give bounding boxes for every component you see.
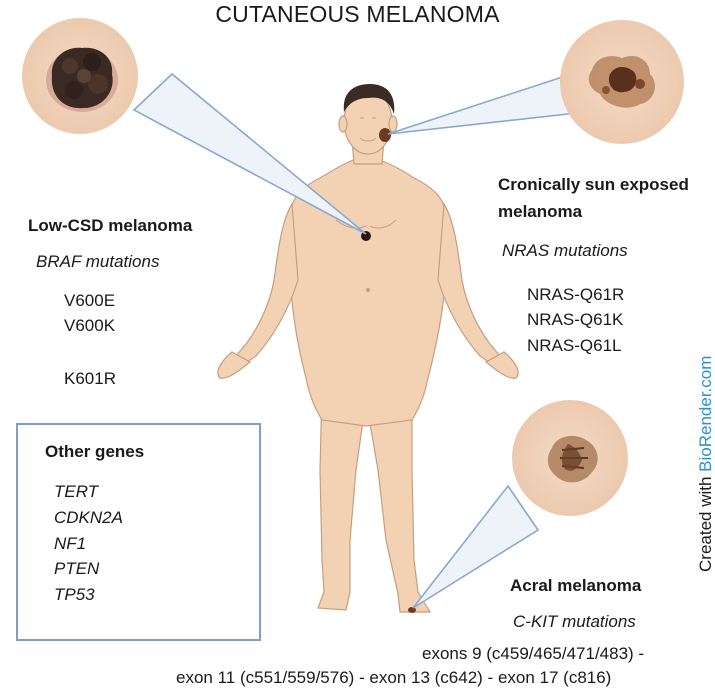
diagram-title: CUTANEOUS MELANOMA [215, 1, 500, 27]
acral-exons-line2: exon 11 (c551/559/576) - exon 13 (c642) … [176, 668, 612, 687]
low-csd-heading: Low-CSD melanoma [28, 216, 193, 235]
other-gene-item: TP53 [54, 585, 95, 604]
other-gene-item: TERT [54, 482, 99, 501]
acral-exons-line1: exons 9 (c459/465/471/483) - [422, 644, 645, 663]
csd-gene-label: NRAS mutations [502, 241, 628, 260]
other-gene-item: CDKN2A [54, 508, 123, 527]
lesion-low-csd [22, 18, 138, 134]
biorender-credit: Created with BioRender.com [696, 356, 715, 572]
body-details [335, 117, 397, 293]
csd-mutation: NRAS-Q61L [527, 336, 622, 355]
csd-mutation: NRAS-Q61K [527, 310, 624, 329]
csd-mutation: NRAS-Q61R [527, 285, 625, 304]
other-genes-box [16, 423, 261, 641]
foot-lesion-marker [408, 607, 416, 613]
credit-prefix: Created with [696, 471, 715, 572]
low-csd-mutation: K601R [64, 369, 116, 388]
lesion-csd [560, 20, 684, 144]
lesion-acral [512, 400, 628, 516]
face-lesion-marker [379, 128, 391, 142]
callout-wedge-acral [412, 484, 540, 609]
other-genes-heading: Other genes [45, 442, 145, 461]
acral-heading: Acral melanoma [510, 576, 642, 595]
low-csd-gene-label: BRAF mutations [36, 252, 160, 271]
low-csd-mutation: V600E [64, 291, 116, 310]
hair [343, 84, 395, 114]
csd-heading-line2: melanoma [498, 202, 583, 221]
credit-brand: BioRender.com [696, 355, 715, 472]
other-gene-item: PTEN [54, 559, 100, 578]
callout-wedge-low-csd [132, 72, 367, 235]
acral-gene-label: C-KIT mutations [513, 612, 636, 631]
other-gene-item: NF1 [54, 534, 87, 553]
low-csd-mutation: V600K [64, 316, 116, 335]
csd-heading-line1: Cronically sun exposed [498, 175, 689, 194]
